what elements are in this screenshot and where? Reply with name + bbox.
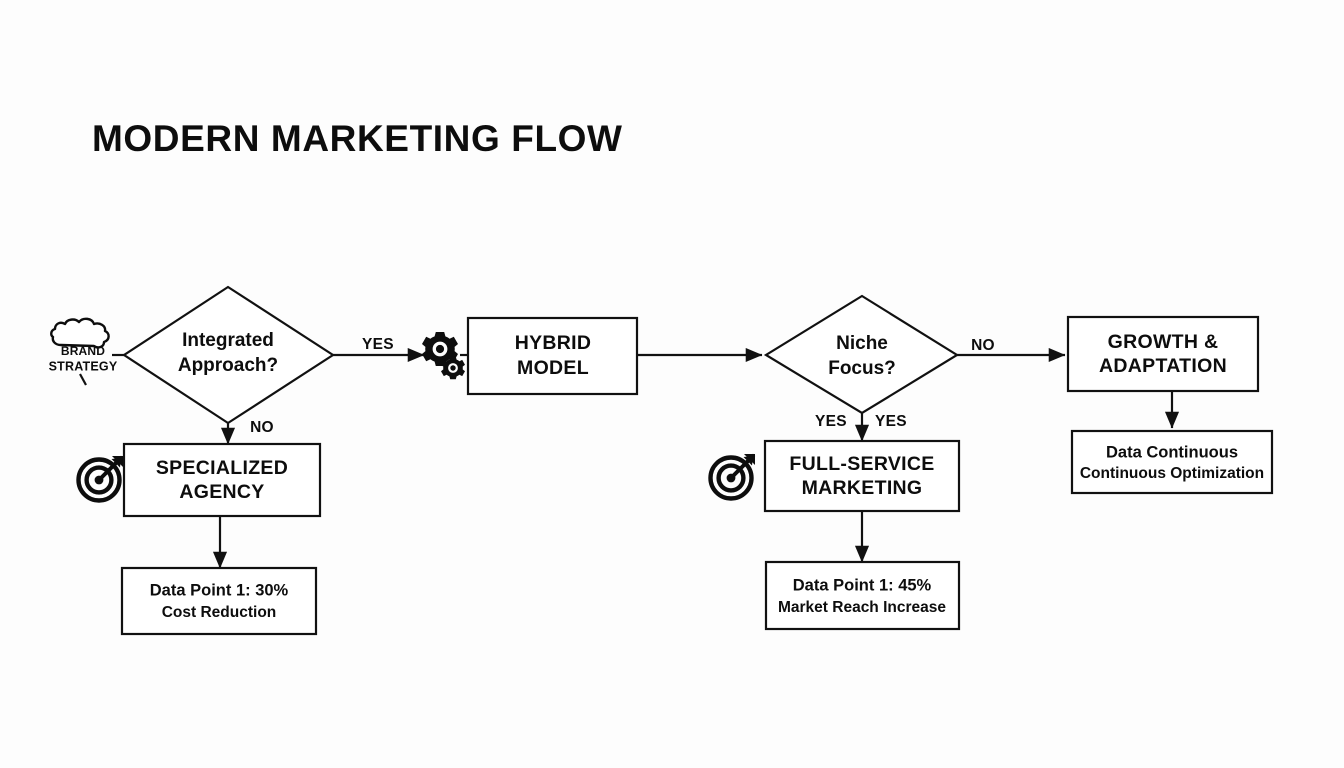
hybrid-label-line2: MODEL (517, 357, 589, 379)
decision2-shape (763, 294, 960, 415)
specialized-shape (122, 442, 322, 518)
growth-shape (1066, 315, 1260, 393)
growth-label-line2: ADAPTATION (1099, 355, 1227, 377)
specialized-label-line2: AGENCY (179, 481, 264, 503)
specialized-label-line1: SPECIALIZED (156, 457, 288, 479)
fullservice-shape (763, 439, 961, 513)
fullservice-label-line2: MARKETING (802, 477, 923, 499)
start-label-line1: BRAND (61, 344, 105, 358)
datapoint1-shape (120, 566, 318, 636)
optimization-shape (1070, 429, 1274, 495)
gears-icon (422, 332, 465, 380)
start-node-brand-strategy[interactable]: BRAND STRATEGY (49, 317, 118, 386)
decision2-label-line1: Niche (836, 333, 888, 354)
process-node-hybrid-model[interactable]: HYBRID MODEL (466, 316, 639, 396)
growth-label-line1: GROWTH & (1108, 331, 1219, 353)
page-title: MODERN MARKETING FLOW (92, 118, 623, 159)
datapoint2-shape (764, 560, 961, 631)
cloud-tail (79, 373, 87, 386)
decision-node-integrated-approach[interactable]: Integrated Approach? (121, 285, 336, 425)
decision2-label-line2: Focus? (828, 358, 896, 379)
cloud-icon (50, 317, 110, 349)
decision1-shape (121, 285, 336, 425)
edge-label-yes-hybrid: YES (362, 336, 394, 353)
hybrid-shape (466, 316, 639, 396)
datapoint2-label-line1: Data Point 1: 45% (793, 576, 932, 594)
datapoint2-label-line2: Market Reach Increase (778, 599, 946, 616)
datapoint1-label-line2: Cost Reduction (162, 604, 277, 621)
target-icon-fullservice (708, 454, 755, 501)
decision1-label-line2: Approach? (178, 355, 278, 376)
datapoint1-label-line1: Data Point 1: 30% (150, 581, 289, 599)
target-icon-specialized (76, 456, 123, 503)
start-label-line2: STRATEGY (49, 359, 118, 373)
process-node-growth-adaptation[interactable]: GROWTH & ADAPTATION (1066, 315, 1260, 393)
fullservice-label-line1: FULL-SERVICE (789, 453, 934, 475)
edge-label-yes-left: YES (815, 413, 847, 430)
process-node-full-service-marketing[interactable]: FULL-SERVICE MARKETING (763, 439, 961, 513)
edge-label-no-growth: NO (971, 337, 995, 354)
optimization-label-line2: Continuous Optimization (1080, 465, 1264, 482)
edge-label-no-specialized: NO (250, 419, 274, 436)
data-node-datapoint-1[interactable]: Data Point 1: 30% Cost Reduction (120, 566, 318, 636)
connectors (112, 347, 1180, 569)
data-node-continuous-optimization[interactable]: Data Continuous Continuous Optimization (1070, 429, 1274, 495)
decision-node-niche-focus[interactable]: Niche Focus? (763, 294, 960, 415)
edge-label-yes-right: YES (875, 413, 907, 430)
process-node-specialized-agency[interactable]: SPECIALIZED AGENCY (122, 442, 322, 518)
optimization-label-line1: Data Continuous (1106, 443, 1238, 461)
decision1-label-line1: Integrated (182, 330, 274, 351)
hybrid-label-line1: HYBRID (515, 332, 592, 354)
data-node-datapoint-2[interactable]: Data Point 1: 45% Market Reach Increase (764, 560, 961, 631)
